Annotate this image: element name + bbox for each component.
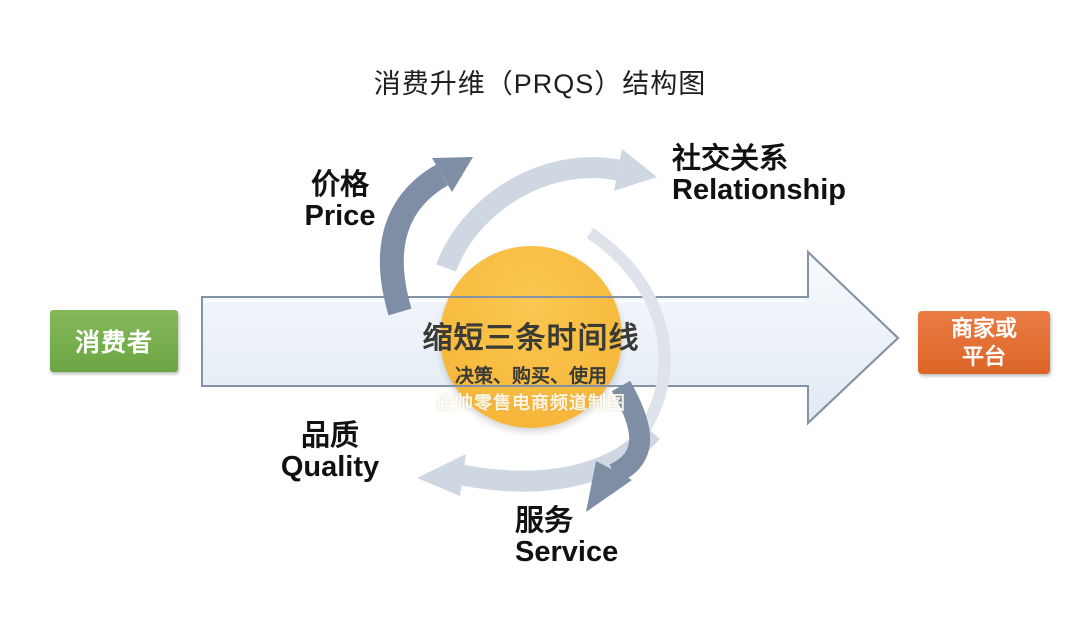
consumer-node: 消费者 <box>50 310 178 372</box>
merchant-node-label-line1: 商家或 <box>950 316 1017 341</box>
label-relationship-zh: 社交关系 <box>672 143 789 175</box>
swirl-echo-crescent <box>586 228 671 434</box>
service-swirl-arrowhead-icon <box>586 461 632 512</box>
price-swirl-arrow <box>379 164 449 316</box>
merchant-node: 商家或 平台 <box>918 311 1050 374</box>
label-service-en: Service <box>515 536 619 569</box>
label-quality: 品质 Quality <box>255 420 405 484</box>
center-headline: 缩短三条时间线 <box>422 322 640 355</box>
label-price-zh: 价格 <box>310 169 369 201</box>
label-price-en: Price <box>304 200 376 233</box>
relationship-swirl-arrowhead-icon <box>614 149 657 191</box>
label-quality-zh: 品质 <box>300 420 359 452</box>
quality-swirl-arrowhead-icon <box>417 454 466 496</box>
merchant-node-label-line2: 平台 <box>961 343 1006 369</box>
center-subline: 决策、购买、使用 <box>454 366 607 387</box>
label-relationship-en: Relationship <box>672 174 847 207</box>
label-relationship: 社交关系 Relationship <box>672 143 932 207</box>
label-service-zh: 服务 <box>515 505 574 537</box>
label-quality-en: Quality <box>280 451 380 484</box>
relationship-swirl-arrow <box>436 157 620 272</box>
main-flow-arrow-outline <box>201 249 900 426</box>
label-service: 服务 Service <box>515 505 695 569</box>
label-price: 价格 Price <box>270 169 410 233</box>
center-watermark: 庄帅零售电商频道制图 <box>436 393 626 413</box>
consumer-node-label: 消费者 <box>74 329 153 357</box>
center-text-block: 缩短三条时间线 决策、购买、使用 庄帅零售电商频道制图 <box>381 313 681 415</box>
page-title: 消费升维（PRQS）结构图 <box>373 69 707 99</box>
price-swirl-arrowhead-icon <box>432 157 473 192</box>
center-circle <box>440 246 622 428</box>
service-swirl-arrow <box>608 380 651 484</box>
